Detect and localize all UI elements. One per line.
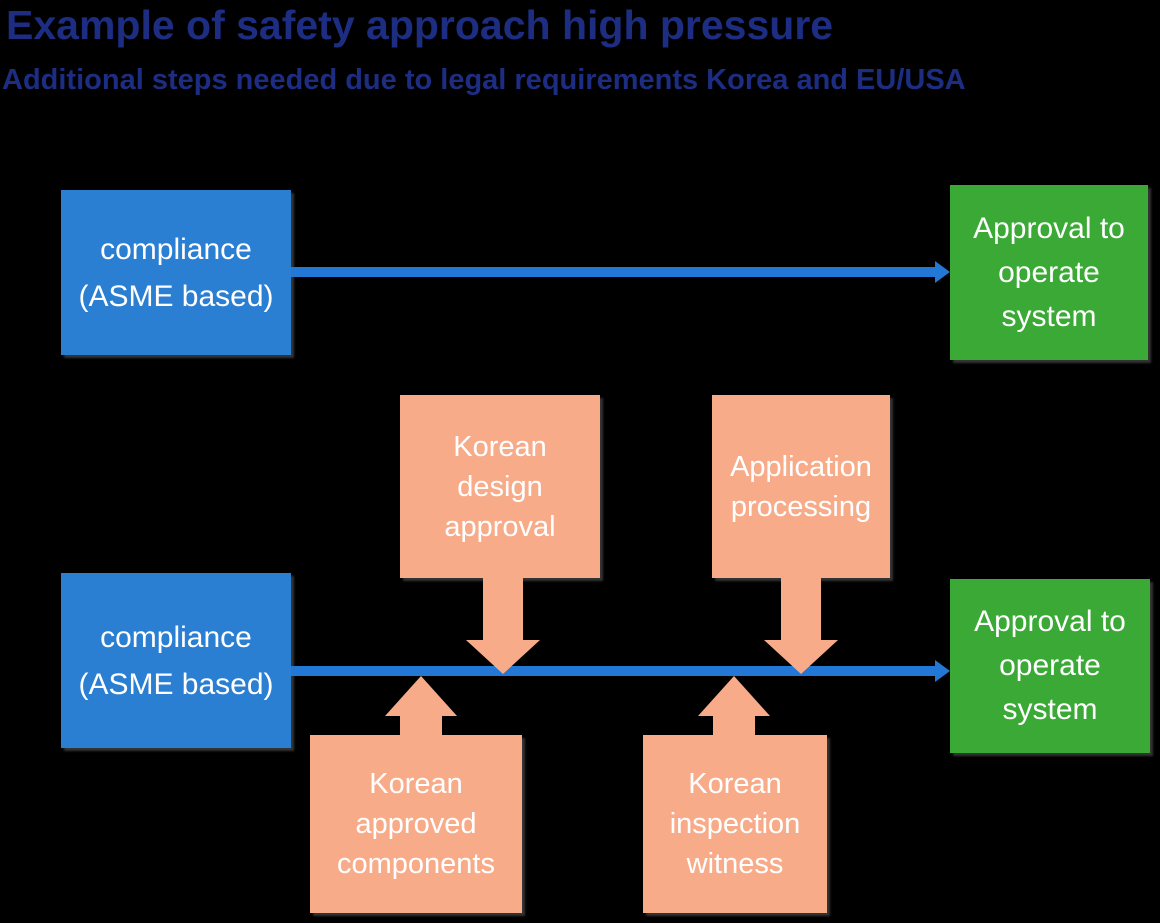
flow-arrow-top-head-icon — [935, 261, 950, 283]
compliance-box-bottom: compliance (ASME based) — [61, 573, 291, 748]
slide-title: Example of safety approach high pressure — [6, 2, 834, 48]
korean-inspection-witness-label: Korean inspection witness — [669, 768, 801, 880]
slide-subtitle: Additional steps needed due to legal req… — [2, 64, 966, 96]
korean-design-approval-label: Korean design approval — [444, 430, 556, 543]
korean-approved-components-label: Korean approved components — [337, 768, 495, 880]
flow-arrow-bottom-head-icon — [935, 660, 950, 682]
approval-box-top: Approval to operate system — [950, 185, 1148, 360]
flow-arrow-bottom-line — [291, 666, 936, 676]
down-arrow-application-head-icon — [764, 640, 838, 674]
up-arrow-components-head-icon — [385, 676, 457, 716]
up-arrow-components-stem — [400, 716, 442, 736]
compliance-box-bottom-label: compliance (ASME based) — [78, 620, 274, 701]
compliance-box-top-label: compliance (ASME based) — [78, 232, 274, 313]
application-processing-box: Application processing — [712, 395, 890, 578]
up-arrow-witness-head-icon — [698, 676, 770, 716]
up-arrow-witness-stem — [713, 716, 755, 736]
flow-arrow-top-line — [291, 267, 936, 277]
down-arrow-design-stem — [483, 576, 523, 640]
compliance-box-top: compliance (ASME based) — [61, 190, 291, 355]
application-processing-label: Application processing — [730, 450, 872, 523]
korean-inspection-witness-box: Korean inspection witness — [643, 735, 827, 913]
korean-approved-components-box: Korean approved components — [310, 735, 522, 913]
korean-design-approval-box: Korean design approval — [400, 395, 600, 578]
approval-box-bottom-label: Approval to operate system — [974, 605, 1126, 726]
approval-box-bottom: Approval to operate system — [950, 579, 1150, 753]
approval-box-top-label: Approval to operate system — [973, 211, 1125, 333]
down-arrow-application-stem — [781, 576, 821, 640]
down-arrow-design-head-icon — [466, 640, 540, 674]
